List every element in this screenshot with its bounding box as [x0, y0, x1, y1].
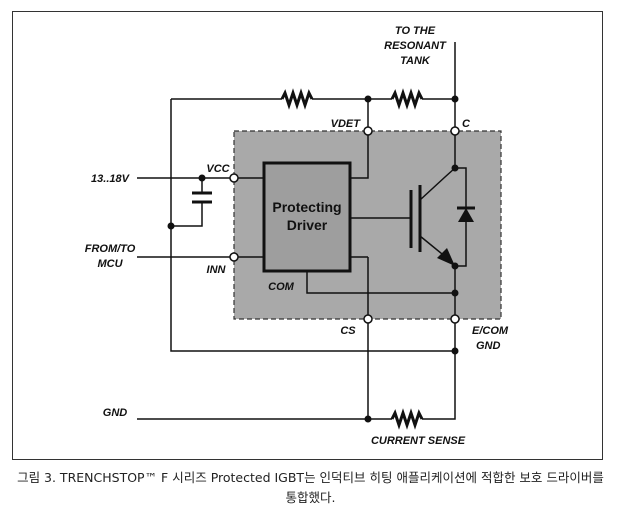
left-bus: [170, 99, 455, 352]
igbt-collector: [419, 167, 456, 201]
node-dot: [364, 415, 372, 423]
figure-caption: 그림 3. TRENCHSTOP™ F 시리즈 Protected IGBT는 …: [17, 470, 604, 505]
pin-e-com: [450, 314, 460, 324]
node-dot: [451, 262, 459, 270]
resistor-top-left: [280, 88, 314, 110]
node-dot: [198, 174, 206, 182]
node-dot: [451, 347, 459, 355]
mcu-label-line2: MCU: [97, 258, 123, 270]
inn-label: INN: [207, 264, 227, 276]
driver-label-line1: Protecting: [272, 199, 341, 215]
gnd-label: GND: [103, 407, 128, 419]
e-com-label: E/COM: [472, 325, 509, 337]
pin-inn: [229, 252, 239, 262]
resistor-current-sense: [390, 408, 424, 430]
resonant-label-line2: RESONANT: [384, 40, 447, 52]
supply-label: 13..18V: [91, 173, 131, 185]
pin-vdet: [363, 126, 373, 136]
node-dot: [451, 289, 459, 297]
diode-icon: [458, 208, 474, 222]
resistor-top-right: [390, 88, 424, 110]
driver-label-line2: Driver: [287, 217, 328, 233]
vdet-inner-wire: [350, 131, 369, 179]
node-dot: [364, 95, 372, 103]
pin-c: [450, 126, 460, 136]
resonant-label-line3: TANK: [400, 55, 431, 67]
resonant-label-line1: TO THE: [395, 25, 436, 37]
pin-cs: [363, 314, 373, 324]
ecom-wire: [422, 351, 456, 420]
c-label: C: [462, 118, 471, 130]
circuit-diagram: Protecting Driver: [12, 11, 603, 460]
com-wire: [306, 271, 455, 294]
current-sense-label: CURRENT SENSE: [371, 435, 466, 447]
node-dot: [451, 95, 459, 103]
node-dot: [167, 222, 175, 230]
vdet-label: VDET: [331, 118, 362, 130]
vcc-label: VCC: [206, 163, 230, 175]
cs-label: CS: [340, 325, 356, 337]
pin-vcc: [229, 173, 239, 183]
igbt-emitter-arrow: [437, 248, 455, 266]
gnd-pin-label: GND: [476, 340, 501, 352]
com-label: COM: [268, 281, 295, 293]
diode-top-wire: [455, 167, 467, 208]
node-dot: [451, 164, 459, 172]
mcu-label-line1: FROM/TO: [85, 243, 136, 255]
capacitor-wire-bottom: [171, 202, 203, 227]
diode-bottom-wire: [455, 222, 467, 267]
